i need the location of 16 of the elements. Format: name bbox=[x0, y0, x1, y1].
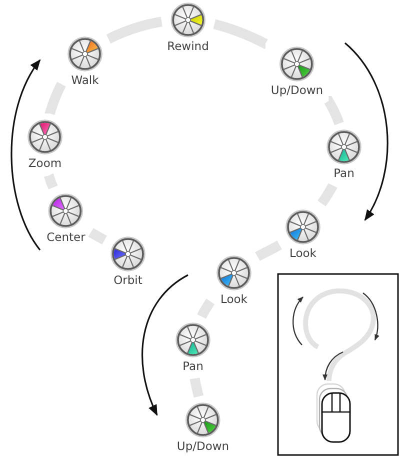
tool-label: Pan bbox=[334, 166, 354, 180]
gesture-path bbox=[252, 240, 284, 262]
tool-label: Up/Down bbox=[176, 439, 230, 453]
tool-label: Up/Down bbox=[270, 83, 324, 97]
tool-label: Pan bbox=[182, 359, 204, 373]
tool-label: Zoom bbox=[28, 156, 62, 170]
gesture-path bbox=[44, 170, 58, 192]
gesture-path bbox=[86, 227, 110, 246]
tool-label: Look bbox=[290, 246, 316, 260]
tool-label: Look bbox=[220, 292, 248, 306]
tool-label: Orbit bbox=[114, 273, 142, 287]
gesture-path bbox=[196, 296, 216, 322]
tool-label: Rewind bbox=[167, 39, 209, 53]
gesture-path bbox=[316, 180, 338, 208]
tool-label: Walk bbox=[71, 73, 99, 87]
tool-label: Center bbox=[46, 230, 86, 244]
